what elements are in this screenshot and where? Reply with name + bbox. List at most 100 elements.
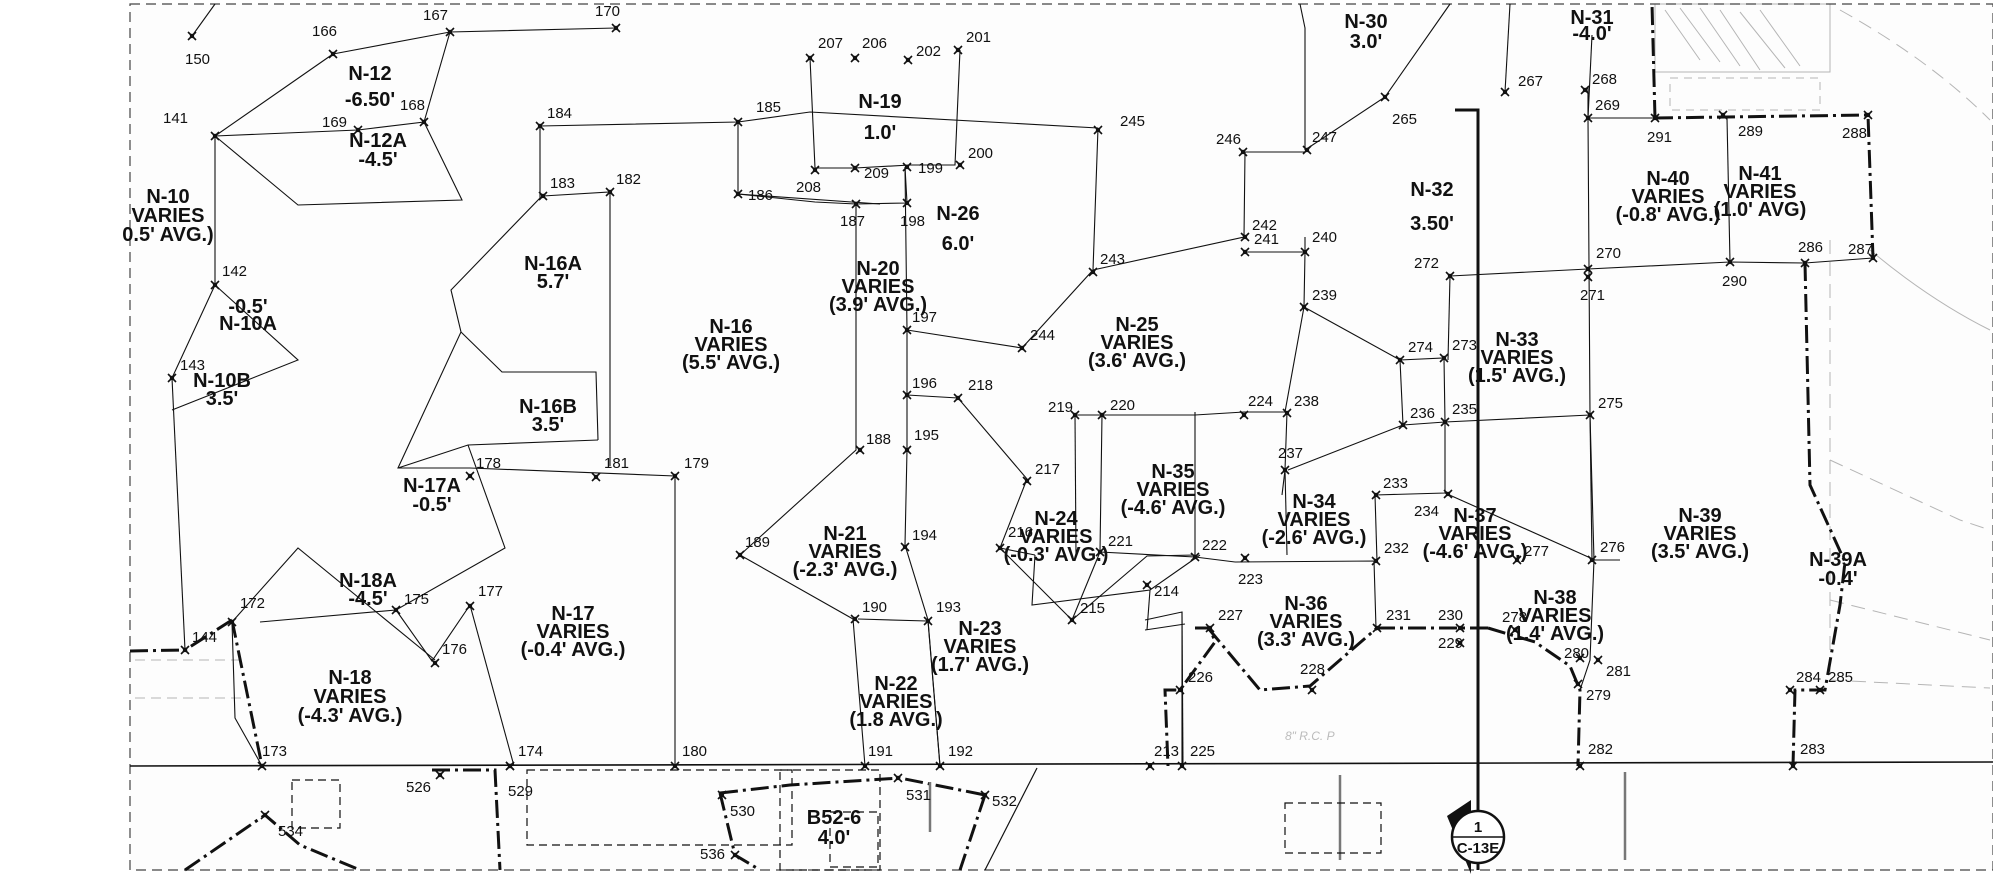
node-dot bbox=[732, 852, 738, 858]
node-227: 227 bbox=[1205, 607, 1243, 633]
node-278: 278 bbox=[1502, 609, 1527, 635]
node-number: 270 bbox=[1596, 245, 1621, 262]
node-number: 276 bbox=[1600, 539, 1625, 556]
zone-label-line: N-31 bbox=[1570, 7, 1613, 29]
node-number: 175 bbox=[404, 591, 429, 608]
dashed-structures bbox=[291, 769, 1382, 871]
node-dot bbox=[1585, 274, 1591, 280]
node-number: 173 bbox=[262, 743, 287, 760]
node-number: 174 bbox=[518, 743, 543, 760]
node-201: 201 bbox=[953, 29, 991, 55]
node-dot bbox=[1457, 640, 1463, 646]
node-272: 272 bbox=[1414, 255, 1455, 281]
zone-label-line: N-17 bbox=[551, 603, 594, 625]
node-214: 214 bbox=[1142, 580, 1179, 600]
callout-number: 1 bbox=[1474, 819, 1482, 836]
zone-label-line: (-0.3' AVG.) bbox=[1004, 544, 1109, 566]
node-223: 223 bbox=[1238, 553, 1263, 588]
zone-label-line: N-23 bbox=[958, 618, 1001, 640]
zone-label-line: (-0.8' AVG.) bbox=[1616, 204, 1721, 226]
node-number: 237 bbox=[1278, 445, 1303, 462]
node-222: 222 bbox=[1190, 537, 1227, 562]
node-181: 181 bbox=[591, 455, 629, 482]
node-number: 216 bbox=[1008, 524, 1033, 541]
node-dot bbox=[1373, 492, 1379, 498]
node-184: 184 bbox=[535, 105, 572, 131]
node-dot bbox=[1304, 147, 1310, 153]
node-number: 187 bbox=[840, 213, 865, 230]
node-dot bbox=[1447, 273, 1453, 279]
zone-label-line: VARIES bbox=[1270, 611, 1343, 633]
node-number: 193 bbox=[936, 599, 961, 616]
node-dot bbox=[862, 763, 868, 769]
node-177: 177 bbox=[465, 583, 503, 611]
node-dot bbox=[1382, 94, 1388, 100]
node-number: 172 bbox=[240, 595, 265, 612]
node-number: 215 bbox=[1080, 600, 1105, 617]
zone-label-line: (1.0' AVG) bbox=[1714, 199, 1807, 221]
node-dot bbox=[925, 618, 931, 624]
node-number: 200 bbox=[968, 145, 993, 162]
node-279: 279 bbox=[1573, 679, 1611, 704]
node-241: 241 bbox=[1240, 231, 1279, 257]
node-dot bbox=[1865, 112, 1871, 118]
zone-label-n18a: N-18A-4.5' bbox=[339, 570, 397, 610]
node-183: 183 bbox=[538, 175, 575, 201]
node-dot bbox=[1374, 625, 1380, 631]
node-number: 144 bbox=[192, 629, 217, 646]
node-dot bbox=[1727, 259, 1733, 265]
node-dot bbox=[902, 544, 908, 550]
node-dot bbox=[719, 792, 725, 798]
node-dot bbox=[1787, 687, 1793, 693]
node-number: 236 bbox=[1410, 405, 1435, 422]
node-number: 271 bbox=[1580, 287, 1605, 304]
node-number: 166 bbox=[312, 23, 337, 40]
zone-label-line: 3.5' bbox=[206, 388, 239, 410]
node-dot bbox=[1502, 89, 1508, 95]
node-178: 178 bbox=[465, 455, 501, 481]
node-number: 209 bbox=[864, 165, 889, 182]
node-number: 217 bbox=[1035, 461, 1060, 478]
node-dot bbox=[1301, 304, 1307, 310]
zone-label-line: N-18A bbox=[339, 570, 397, 592]
node-dot bbox=[1397, 357, 1403, 363]
node-274: 274 bbox=[1395, 339, 1433, 365]
zone-label-n31: N-31-4.0' bbox=[1570, 7, 1613, 45]
node-240: 240 bbox=[1300, 229, 1337, 257]
node-dot bbox=[1870, 255, 1876, 261]
node-531: 531 bbox=[893, 773, 931, 804]
node-number: 282 bbox=[1588, 741, 1613, 758]
node-dot bbox=[1095, 127, 1101, 133]
node-number: 278 bbox=[1502, 609, 1527, 626]
node-dot bbox=[735, 119, 741, 125]
zone-label-line: N-17A bbox=[403, 475, 461, 497]
node-276: 276 bbox=[1587, 539, 1625, 565]
node-169: 169 bbox=[322, 114, 363, 135]
node-number: 190 bbox=[862, 599, 887, 616]
zone-label-line: VARIES bbox=[1632, 186, 1705, 208]
node-number: 291 bbox=[1647, 129, 1672, 146]
node-number: 290 bbox=[1722, 273, 1747, 290]
node-209: 209 bbox=[850, 163, 889, 182]
node-dot bbox=[1097, 549, 1103, 555]
node-233: 233 bbox=[1371, 475, 1408, 500]
zone-label-line: N-16A bbox=[524, 253, 582, 275]
node-dot bbox=[1720, 112, 1726, 118]
node-dot bbox=[957, 162, 963, 168]
node-188: 188 bbox=[855, 431, 891, 455]
node-dot bbox=[1207, 625, 1213, 631]
node-dot bbox=[1179, 763, 1185, 769]
node-number: 225 bbox=[1190, 743, 1215, 760]
node-number: 283 bbox=[1800, 741, 1825, 758]
node-number: 265 bbox=[1392, 111, 1417, 128]
node-dot bbox=[1242, 555, 1248, 561]
node-number: 277 bbox=[1524, 543, 1549, 560]
node-529: 529 bbox=[505, 761, 533, 800]
node-230: 230 bbox=[1438, 607, 1465, 633]
node-244: 244 bbox=[1017, 327, 1055, 353]
